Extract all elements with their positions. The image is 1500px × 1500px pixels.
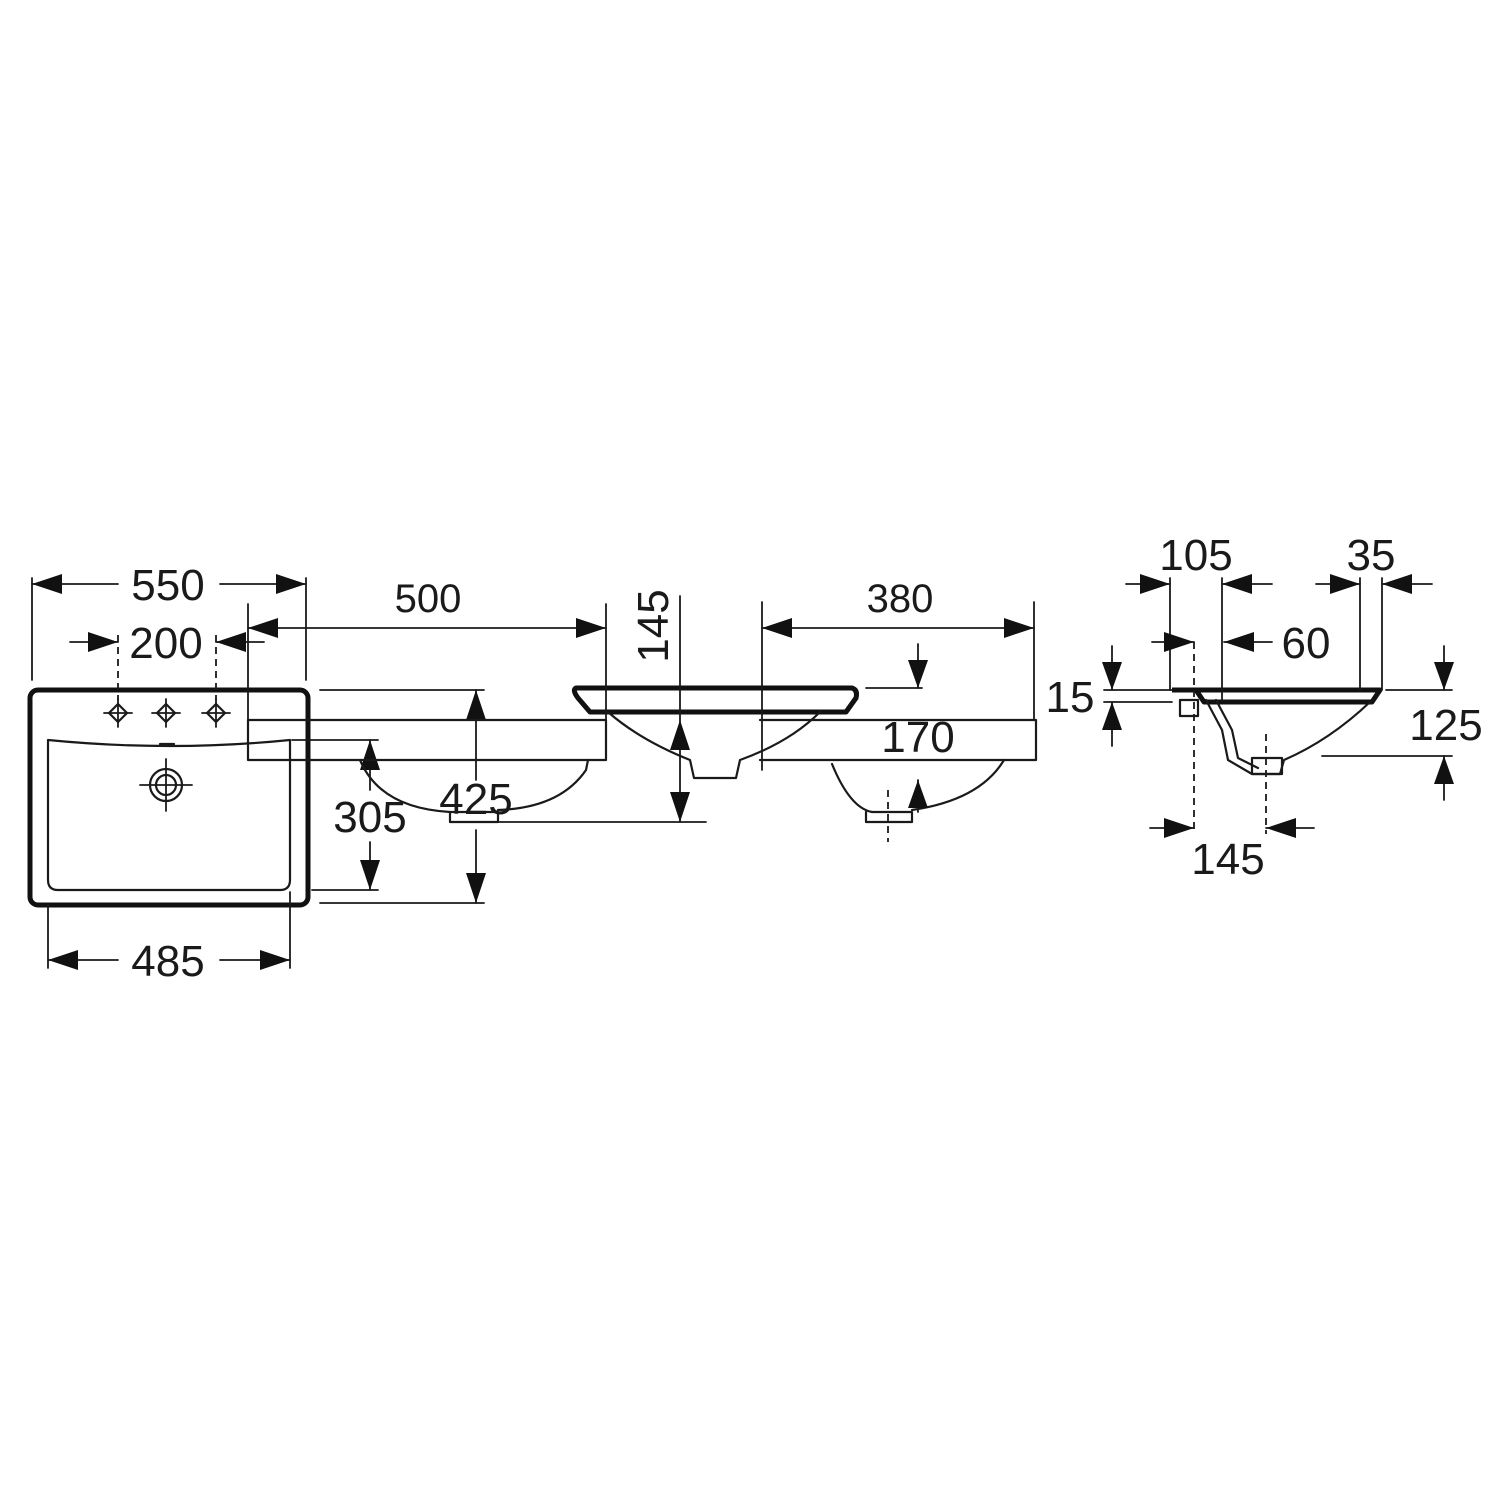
basin-rim (571, 685, 859, 715)
side-rim (1172, 687, 1383, 705)
label-500: 500 (395, 577, 462, 621)
label-425: 425 (439, 775, 512, 824)
label-145-horizontal: 145 (1191, 835, 1264, 884)
drain (139, 758, 193, 812)
label-380: 380 (867, 577, 934, 621)
bowl-inner-outline (46, 738, 292, 892)
waste-fitting (358, 758, 500, 824)
top-view (27, 574, 607, 970)
dim-200 (69, 632, 265, 700)
dim-380 (761, 601, 1035, 771)
dim-15 (1102, 645, 1173, 747)
label-200: 200 (129, 619, 202, 668)
dim-170 (865, 643, 928, 842)
label-35: 35 (1347, 531, 1396, 580)
side-view (1102, 574, 1454, 838)
dim-145-horizontal (1149, 734, 1315, 838)
label-60: 60 (1282, 619, 1331, 668)
dim-550 (31, 574, 307, 681)
side-drain (1250, 756, 1284, 776)
label-550: 550 (131, 561, 204, 610)
side-tap (1178, 698, 1200, 718)
dim-145-vertical (497, 595, 707, 823)
dim-485 (47, 891, 291, 970)
dim-105 (1125, 574, 1273, 701)
tap-hole-center (151, 698, 181, 728)
side-bowl-profile (1204, 698, 1372, 776)
dim-500 (247, 603, 607, 721)
label-305: 305 (333, 793, 406, 842)
dim-35 (1315, 574, 1433, 691)
label-125: 125 (1409, 701, 1482, 750)
label-15: 15 (1046, 673, 1095, 722)
label-485: 485 (131, 937, 204, 986)
label-105: 105 (1159, 531, 1232, 580)
dim-305 (291, 739, 380, 891)
dim-125 (1321, 645, 1454, 801)
basin-outline (27, 687, 311, 908)
tap-hole-left (103, 698, 133, 728)
label-145-vertical: 145 (629, 589, 678, 662)
side-overflow-channel (1214, 698, 1260, 770)
basin-bowl-profile (606, 710, 822, 780)
countertop-section-right (758, 718, 1038, 762)
front-view (246, 595, 1038, 842)
dim-60 (1151, 632, 1273, 830)
waste-curve (496, 758, 590, 812)
countertop-section (246, 718, 608, 762)
dim-425 (319, 689, 486, 904)
label-170: 170 (881, 713, 954, 762)
tap-hole-right (201, 698, 231, 728)
